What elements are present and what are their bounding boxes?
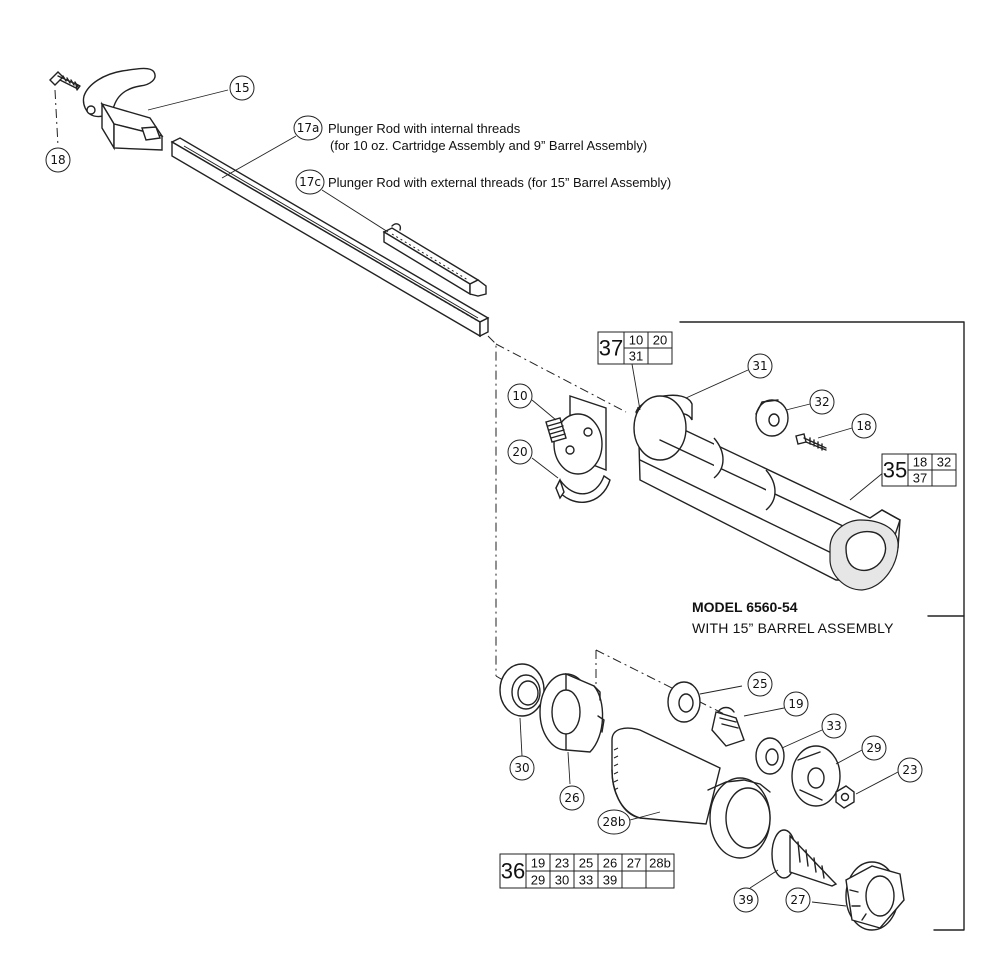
callout-27-label: 27 bbox=[790, 893, 805, 907]
callout-18-right: 18 bbox=[851, 413, 877, 439]
part-39-nozzle bbox=[771, 829, 838, 887]
callout-20-label: 20 bbox=[512, 445, 527, 459]
kit-37-r1c1: 10 bbox=[629, 333, 643, 348]
model-title: MODEL 6560-54 bbox=[692, 599, 798, 615]
callout-33-label: 33 bbox=[826, 719, 841, 733]
model-subtitle: WITH 15” BARREL ASSEMBLY bbox=[692, 620, 894, 636]
kit-table-37: 37 10 20 31 bbox=[597, 331, 673, 365]
note-17a-line2: (for 10 oz. Cartridge Assembly and 9” Ba… bbox=[330, 138, 647, 153]
kit-36-r1c2: 23 bbox=[555, 856, 569, 871]
part-25-gasket bbox=[667, 681, 701, 723]
kit-36-r1c1: 19 bbox=[531, 856, 545, 871]
part-18-screw-right bbox=[795, 433, 827, 451]
leader-dash-18 bbox=[54, 89, 59, 147]
kit-36-r1c4: 26 bbox=[603, 856, 617, 871]
callout-15: 15 bbox=[229, 75, 255, 101]
part-28b-barrel-tube bbox=[611, 727, 721, 825]
kit-35-r2c1: 37 bbox=[913, 471, 927, 486]
part-15-t-handle bbox=[82, 67, 164, 151]
part-35-barrel bbox=[633, 394, 901, 591]
callout-18-top: 18 bbox=[45, 147, 71, 173]
callout-25-label: 25 bbox=[752, 677, 767, 691]
callout-30: 30 bbox=[509, 755, 535, 781]
callout-28b-label: 28b bbox=[603, 815, 626, 829]
callout-29: 29 bbox=[861, 735, 887, 761]
callout-15-label: 15 bbox=[234, 81, 249, 95]
part-30-seal bbox=[499, 663, 545, 717]
note-17a-line1: Plunger Rod with internal threads bbox=[328, 121, 521, 136]
part-20-clip bbox=[555, 474, 611, 503]
model-bracket bbox=[679, 321, 965, 931]
part-28b-barrel-tube-end bbox=[707, 777, 771, 859]
callout-32-label: 32 bbox=[814, 395, 829, 409]
callout-17a: 17a bbox=[293, 115, 323, 141]
callout-17c-label: 17c bbox=[299, 175, 321, 189]
kit-36-r2c3: 33 bbox=[579, 873, 593, 888]
part-29-cap-disc bbox=[791, 745, 841, 807]
callout-29-label: 29 bbox=[866, 741, 881, 755]
callout-33: 33 bbox=[821, 713, 847, 739]
part-33-washer bbox=[755, 737, 785, 775]
kit-35-number: 35 bbox=[883, 458, 907, 483]
callout-18-right-label: 18 bbox=[856, 419, 871, 433]
part-10-plunger-disc bbox=[545, 395, 607, 475]
callout-20: 20 bbox=[507, 439, 533, 465]
callout-27: 27 bbox=[785, 887, 811, 913]
callout-39: 39 bbox=[733, 887, 759, 913]
kit-36-number: 36 bbox=[501, 859, 525, 884]
part-17c-plunger-rod bbox=[382, 223, 487, 297]
note-17c-line1: Plunger Rod with external threads (for 1… bbox=[328, 175, 671, 190]
kit-36-r1c3: 25 bbox=[579, 856, 593, 871]
callout-31-label: 31 bbox=[752, 359, 767, 373]
kit-36-r1c5: 27 bbox=[627, 856, 641, 871]
callout-10: 10 bbox=[507, 383, 533, 409]
part-32-washer bbox=[755, 399, 789, 437]
assembly-axis-main bbox=[487, 335, 497, 676]
callout-32: 32 bbox=[809, 389, 835, 415]
leader-lines bbox=[147, 89, 899, 907]
part-17a-plunger-rod bbox=[170, 137, 490, 338]
callout-26-label: 26 bbox=[564, 791, 579, 805]
part-23-nut bbox=[835, 785, 855, 809]
part-26-lock-ring bbox=[539, 672, 605, 753]
callout-17c: 17c bbox=[295, 169, 325, 195]
callout-25: 25 bbox=[747, 671, 773, 697]
assembly-axis-lower-b bbox=[595, 649, 729, 717]
callout-31: 31 bbox=[747, 353, 773, 379]
callout-10-label: 10 bbox=[512, 389, 527, 403]
callout-23: 23 bbox=[897, 757, 923, 783]
callout-17a-label: 17a bbox=[297, 121, 320, 135]
part-27-end-cap bbox=[845, 861, 905, 931]
callout-39-label: 39 bbox=[738, 893, 753, 907]
kit-35-r1c2: 32 bbox=[937, 455, 951, 470]
callout-30-label: 30 bbox=[514, 761, 529, 775]
kit-35-r1c1: 18 bbox=[913, 455, 927, 470]
kit-37-r2c1: 31 bbox=[629, 349, 643, 364]
part-18-screw-top bbox=[49, 71, 81, 91]
kit-table-35: 35 18 32 37 bbox=[881, 453, 957, 487]
part-19-adapter bbox=[711, 706, 745, 747]
callout-28b: 28b bbox=[597, 809, 631, 835]
kit-37-number: 37 bbox=[599, 336, 623, 361]
callout-18-top-label: 18 bbox=[50, 153, 65, 167]
kit-table-36: 36 19 23 25 26 27 28b 29 30 33 39 bbox=[499, 853, 675, 889]
kit-36-r2c4: 39 bbox=[603, 873, 617, 888]
assembly-axis-upper bbox=[495, 343, 627, 413]
callout-26: 26 bbox=[559, 785, 585, 811]
kit-36-r2c1: 29 bbox=[531, 873, 545, 888]
kit-36-r2c2: 30 bbox=[555, 873, 569, 888]
kit-36-r1c6: 28b bbox=[649, 856, 671, 871]
callout-19: 19 bbox=[783, 691, 809, 717]
callout-23-label: 23 bbox=[902, 763, 917, 777]
callout-19-label: 19 bbox=[788, 697, 803, 711]
kit-37-r1c2: 20 bbox=[653, 333, 667, 348]
